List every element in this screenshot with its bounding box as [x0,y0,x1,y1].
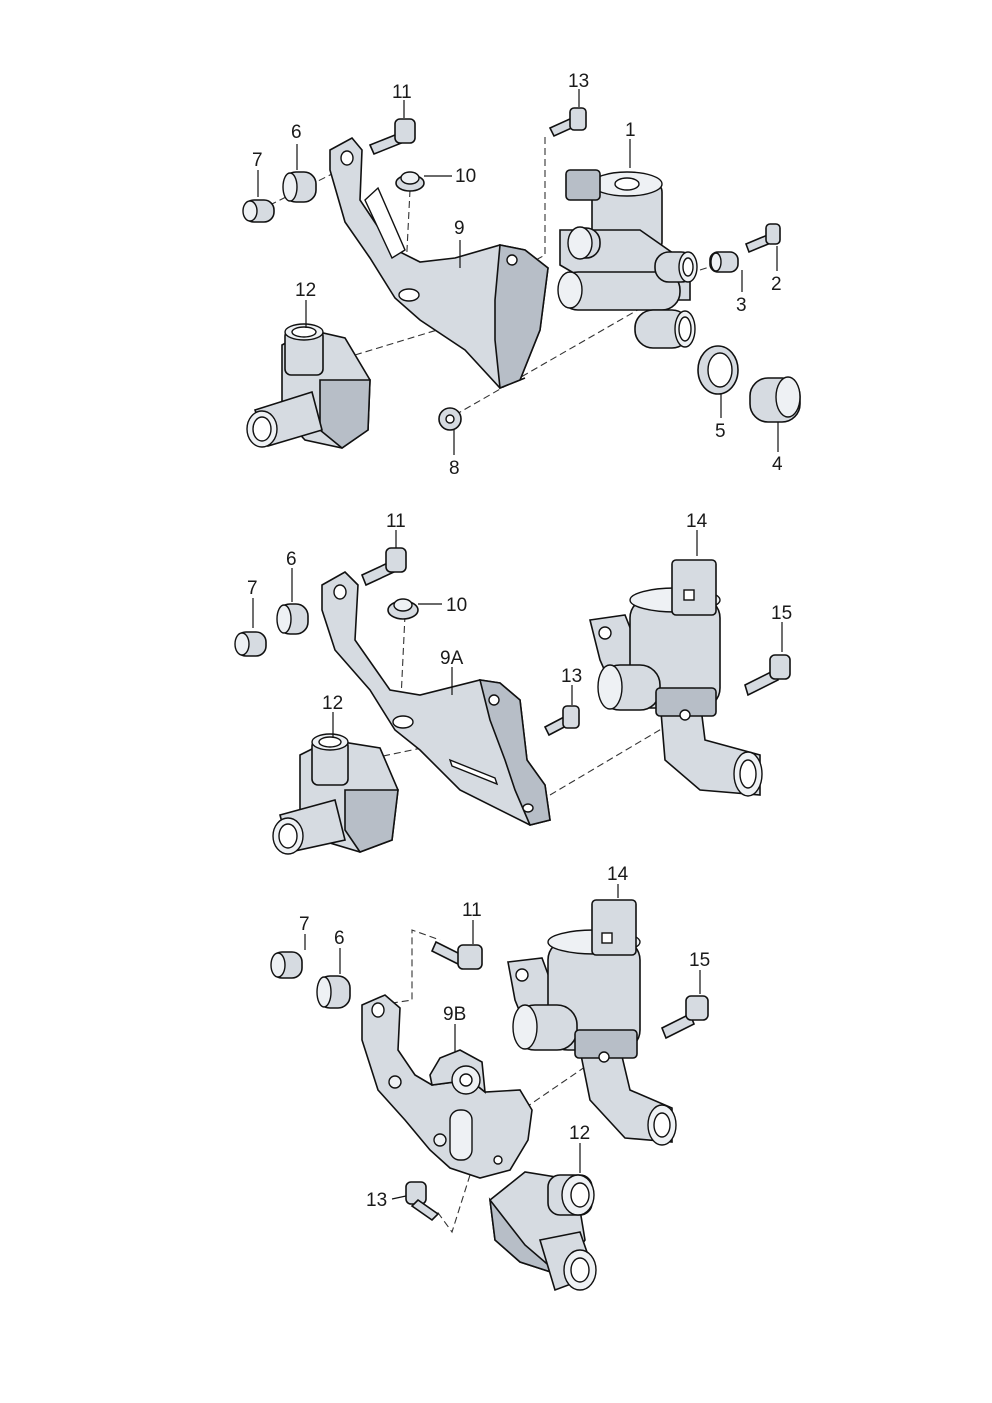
bolt-2 [744,223,781,254]
clamp-5 [697,345,739,395]
callout-15-bottom: 15 [689,950,710,971]
bolt-13 [548,107,587,138]
callout-3: 3 [736,295,747,316]
callout-10: 10 [455,166,476,187]
callout-7: 7 [252,150,263,171]
nut-8 [438,407,462,431]
callout-1: 1 [625,120,636,141]
callout-11-bottom: 11 [462,900,482,921]
bolt-15-middle [744,654,791,697]
group-middle: 11 6 7 10 9A 12 13 14 15 [234,511,792,855]
bolt-11 [368,118,416,156]
valve-14-middle [589,559,763,797]
callout-13: 13 [568,71,589,92]
bushing-6 [282,171,317,203]
spacer-3 [709,251,739,273]
callout-2: 2 [771,274,782,295]
callout-4: 4 [772,454,783,475]
callout-6-middle: 6 [286,549,297,570]
bracket-9b [361,994,533,1179]
callout-14-bottom: 14 [607,864,629,885]
bolt-15-bottom [660,995,709,1040]
bracket-9 [329,136,549,390]
bracket-9a [321,571,551,826]
bolt-11-bottom [430,940,483,970]
callout-11: 11 [392,82,412,103]
callout-7-bottom: 7 [299,914,310,935]
callout-12: 12 [295,280,316,301]
callout-7-middle: 7 [247,578,258,599]
nut-10-middle [387,598,419,620]
group-top: 11 13 1 6 7 10 9 12 8 5 4 3 2 [242,71,801,479]
nut-10 [395,171,425,192]
callout-11-middle: 11 [386,511,406,532]
pump-12-middle [272,733,399,855]
valve-1 [557,169,698,349]
pump-12-bottom [488,1171,597,1292]
bolt-13-bottom [405,1181,440,1222]
sleeve-7-bottom [270,951,303,979]
callout-9: 9 [454,218,465,239]
sleeve-7 [242,199,275,223]
callout-13-bottom: 13 [366,1190,387,1211]
callout-6: 6 [291,122,302,143]
bolt-11-middle [360,547,407,587]
callout-12-middle: 12 [322,693,343,714]
group-bottom: 7 6 11 9B 14 15 12 13 [270,864,710,1292]
callout-9a: 9A [440,648,464,669]
callout-9b: 9B [443,1004,466,1025]
bushing-6-bottom [316,975,351,1009]
callout-15-middle: 15 [771,603,792,624]
bushing-6-middle [276,603,309,635]
valve-14-bottom [507,899,677,1146]
sleeve-7-middle [234,631,267,657]
callout-5: 5 [715,421,726,442]
callout-13-middle: 13 [561,666,582,687]
callout-12-bottom: 12 [569,1123,590,1144]
cap-4 [749,376,801,423]
bolt-13-middle [543,705,580,737]
callout-14-middle: 14 [686,511,708,532]
callout-8: 8 [449,458,460,479]
pump-12 [246,323,371,450]
callout-6-bottom: 6 [334,928,345,949]
callout-10-middle: 10 [446,595,467,616]
